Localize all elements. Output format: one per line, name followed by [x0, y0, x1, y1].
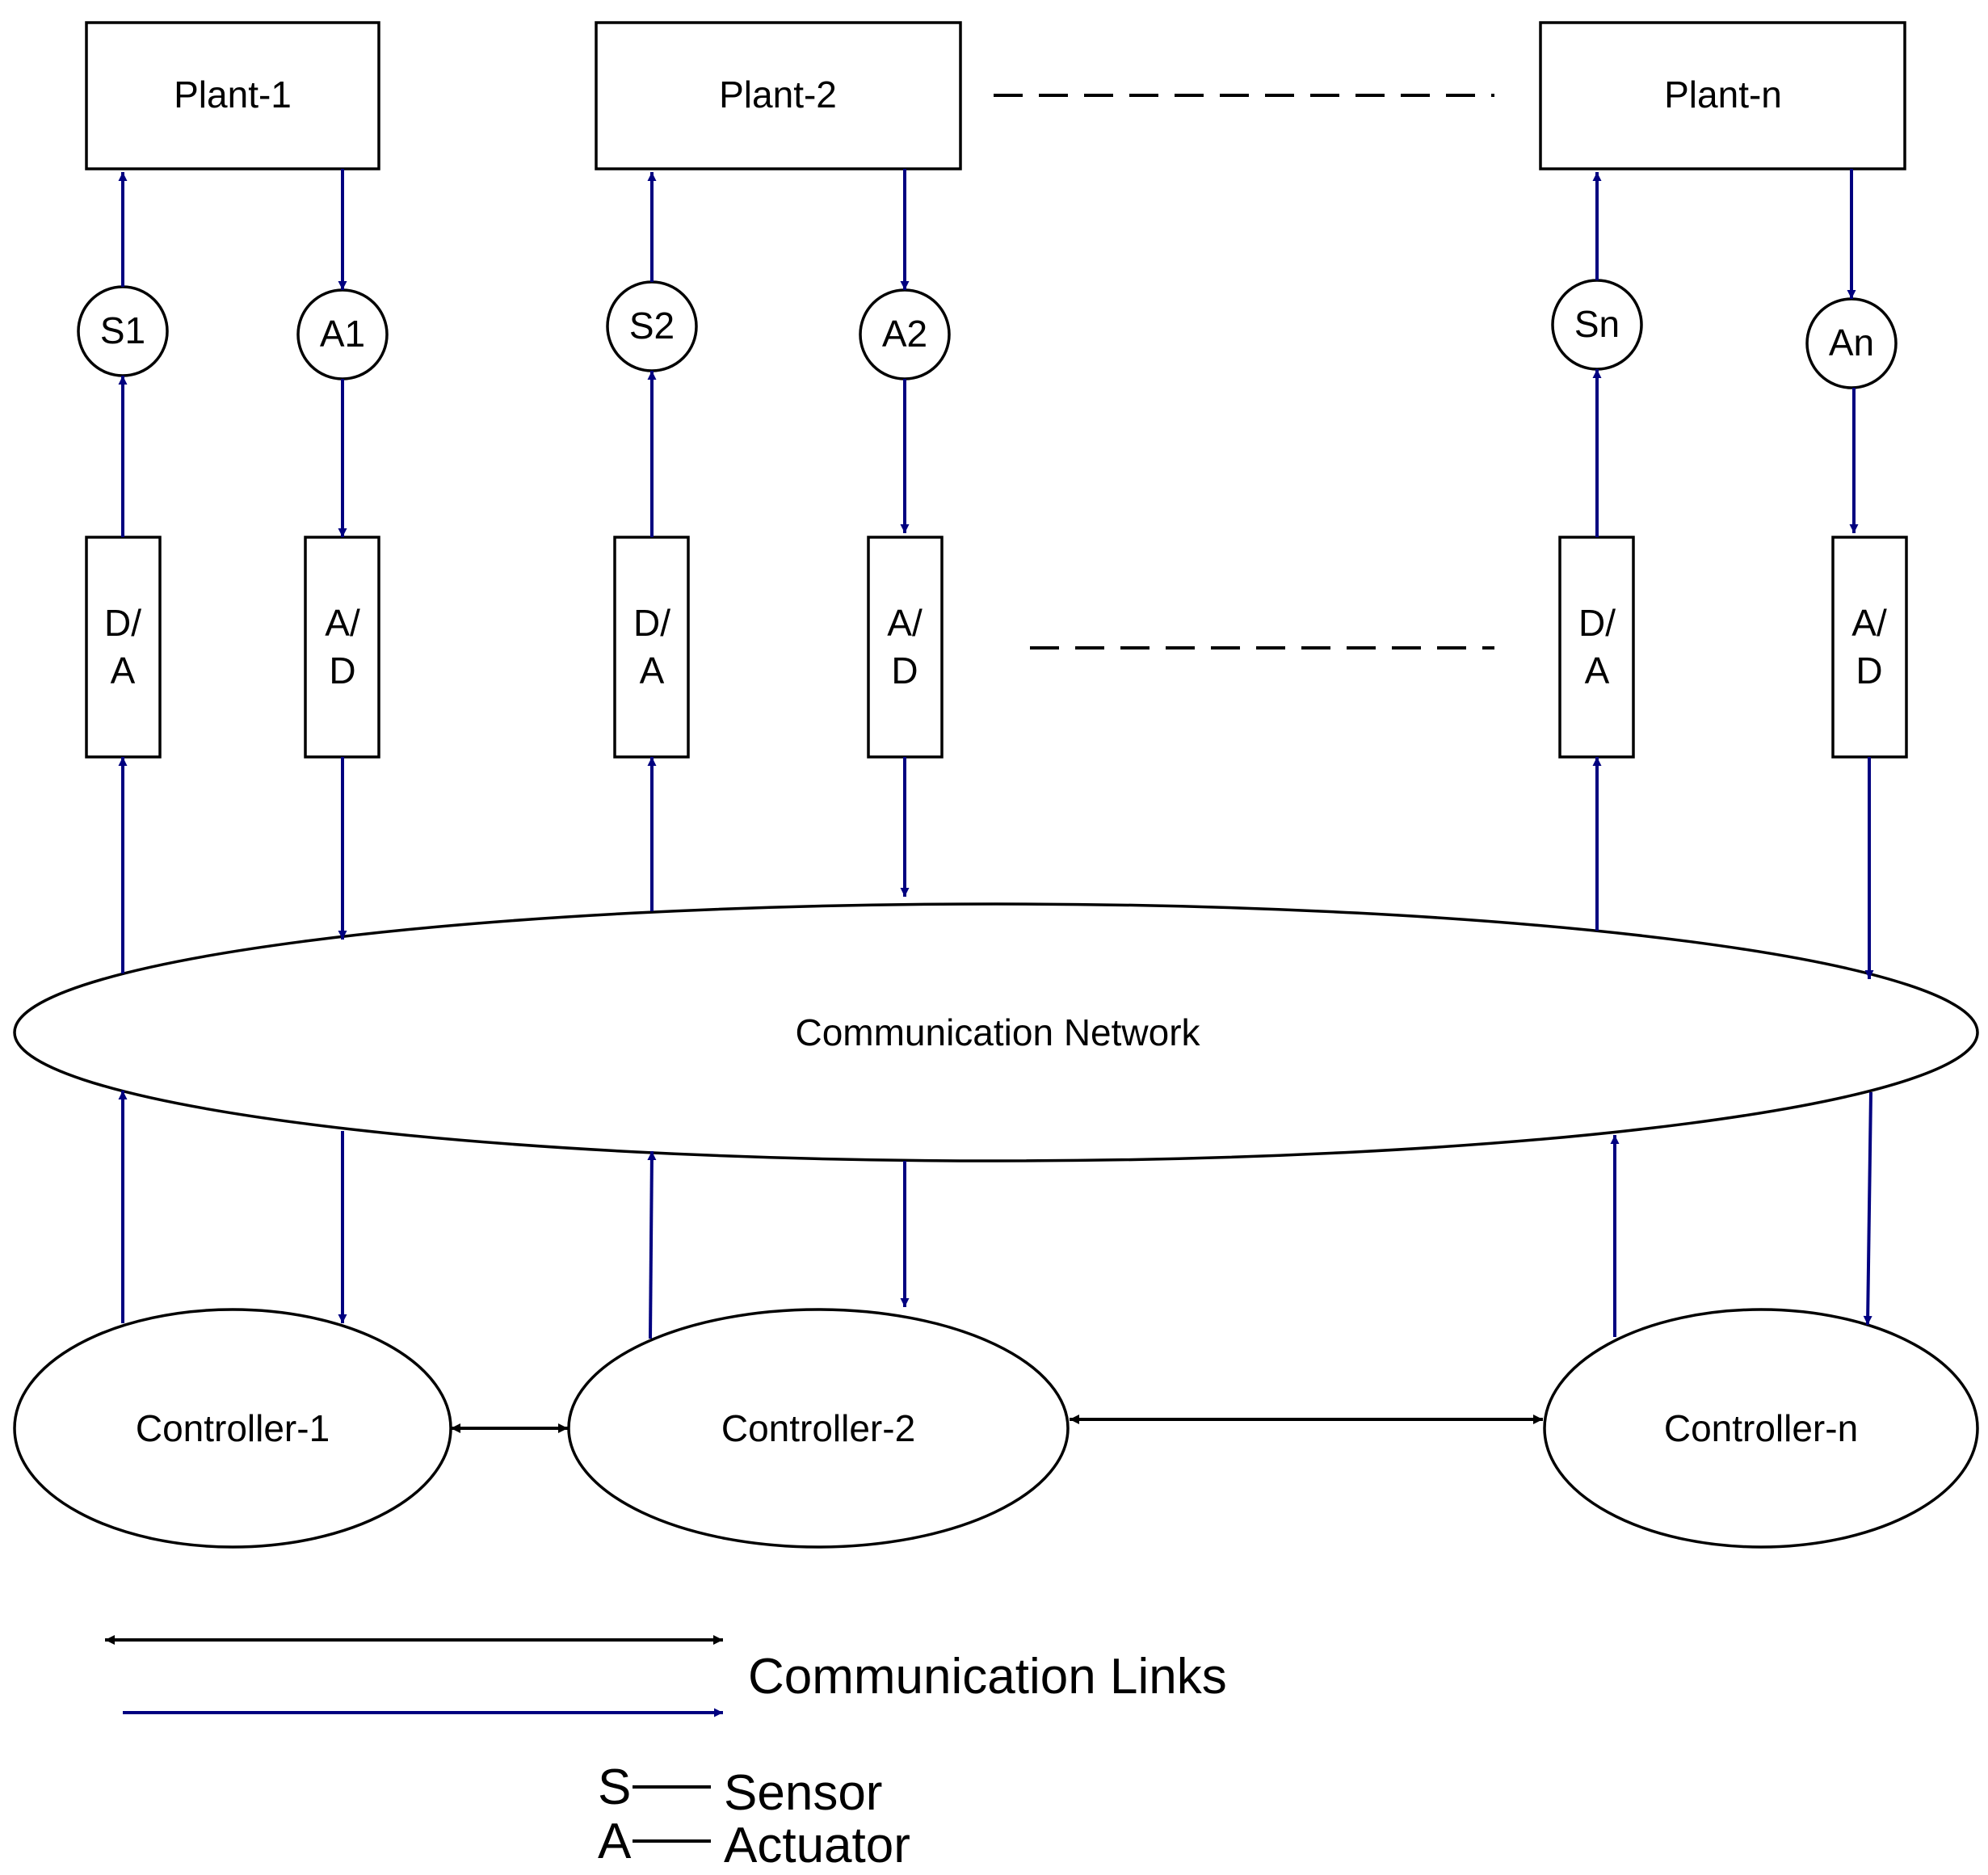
actuator-a2: A2 [859, 288, 951, 380]
controller-n-label: Controller-n [1664, 1407, 1858, 1449]
plant-1: Plant-1 [85, 21, 380, 170]
sensor-s1: S1 [77, 285, 169, 377]
sensor-s2: S2 [606, 280, 698, 372]
plant-2-label: Plant-2 [719, 74, 837, 116]
legend-sensor-key: S [598, 1759, 631, 1815]
actuator-a1: A1 [296, 288, 389, 380]
legend-actuator-key: A [598, 1814, 632, 1869]
plant-2: Plant-2 [595, 21, 962, 170]
controller-1: Controller-1 [13, 1308, 452, 1549]
controller-2-label: Controller-2 [721, 1407, 915, 1449]
legend: Communication Links S Sensor A Actuator [105, 1635, 1227, 1873]
ad-converter-1: A/ D [304, 536, 380, 759]
sensor-sn: Sn [1551, 279, 1643, 371]
legend-actuator-label: Actuator [724, 1818, 910, 1873]
ad-converter-n-line1: A/ [1851, 602, 1887, 644]
controller-2: Controller-2 [567, 1308, 1070, 1549]
legend-links-label: Communication Links [748, 1649, 1227, 1705]
da-converter-1-line2: A [111, 650, 136, 692]
da-converter-2: D/ A [613, 536, 690, 759]
da-converter-1: D/ A [85, 536, 162, 759]
ad-converter-2-line2: D [891, 650, 918, 692]
communication-network: Communication Network [13, 902, 1979, 1162]
ad-converter-n-line2: D [1856, 650, 1882, 692]
plant-n-label: Plant-n [1664, 74, 1782, 116]
ad-converter-1-line2: D [329, 650, 355, 692]
communication-network-label: Communication Network [795, 1011, 1200, 1053]
da-converter-n-line1: D/ [1578, 602, 1616, 644]
ad-converter-1-line1: A/ [325, 602, 360, 644]
da-converter-1-line1: D/ [104, 602, 141, 644]
plant-n: Plant-n [1539, 21, 1906, 170]
actuator-an-label: An [1829, 322, 1874, 364]
link-controller-2-to-network [647, 1150, 657, 1339]
ad-converter-2: A/ D [867, 536, 944, 759]
da-converter-2-line1: D/ [633, 602, 670, 644]
sensor-sn-label: Sn [1574, 303, 1620, 345]
ad-converter-2-line1: A/ [887, 602, 923, 644]
da-converter-n-line2: A [1585, 650, 1610, 692]
actuator-a1-label: A1 [320, 313, 365, 355]
sensor-s2-label: S2 [629, 305, 675, 347]
link-network-to-controller-n [1863, 1091, 1872, 1326]
da-converter-2-line2: A [640, 650, 665, 692]
sensor-s1-label: S1 [100, 309, 145, 351]
plant-1-label: Plant-1 [174, 74, 292, 116]
legend-sensor-label: Sensor [724, 1765, 882, 1821]
controller-1-label: Controller-1 [136, 1407, 330, 1449]
actuator-a2-label: A2 [882, 313, 927, 355]
da-converter-n: D/ A [1558, 536, 1635, 759]
actuator-an: An [1805, 297, 1898, 389]
controller-n: Controller-n [1543, 1308, 1979, 1549]
ad-converter-n: A/ D [1831, 536, 1908, 759]
